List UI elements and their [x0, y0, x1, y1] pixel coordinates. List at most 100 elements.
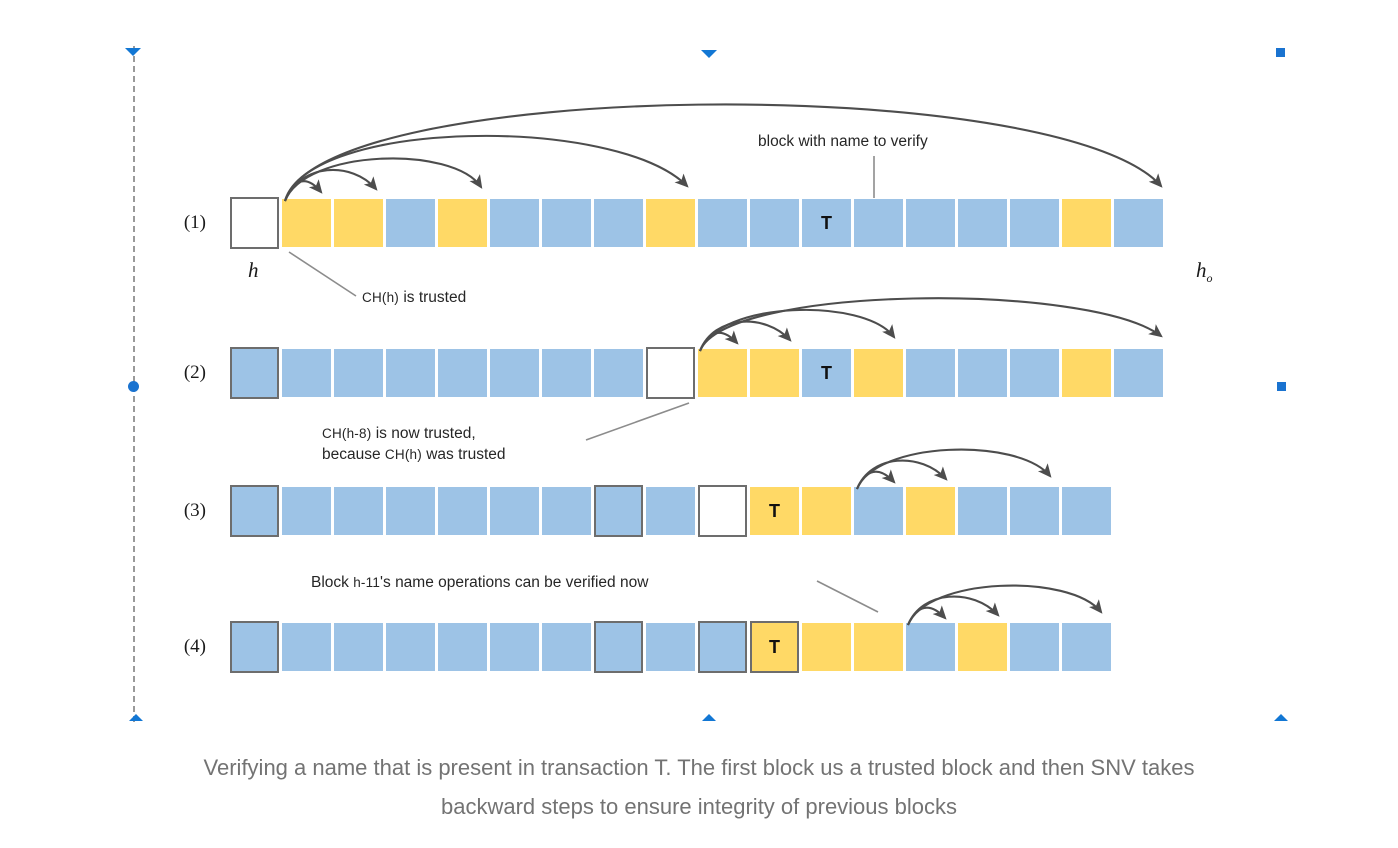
- annotation-ch-h8-mono2: CH(h): [384, 447, 422, 462]
- annotation-ch-h-rest: is trusted: [403, 289, 467, 306]
- annotation-ch-h8-mono: CH(h-8): [322, 426, 372, 441]
- chain-block: [646, 623, 695, 671]
- annotation-block-h11: Block h-11's name operations can be veri…: [311, 572, 648, 593]
- chain-block: [646, 199, 695, 247]
- chain-block: [282, 623, 331, 671]
- block-transaction-t: T: [750, 487, 799, 535]
- chain-block: [386, 349, 435, 397]
- row4-arrow-3: [907, 584, 1103, 626]
- row1-arrow-5: [283, 103, 1163, 202]
- annotation-block-h11-post: 's name operations can be verified now: [380, 574, 649, 591]
- row-label-3: (3): [183, 500, 206, 521]
- chain-block: [1062, 349, 1111, 397]
- leader-line-anno1: [288, 251, 357, 297]
- chain-block: [854, 623, 903, 671]
- chain-block: [490, 487, 539, 535]
- row3-arrows: [856, 448, 1052, 490]
- chain-block: [594, 621, 643, 673]
- chain-block: [490, 349, 539, 397]
- chain-block: [282, 199, 331, 247]
- chain-block: [542, 199, 591, 247]
- chain-block: [750, 199, 799, 247]
- hash-label-end-text: h: [1196, 258, 1207, 282]
- chain-block: [386, 199, 435, 247]
- block-strip-1: T: [230, 197, 1163, 249]
- chain-block: [230, 485, 279, 537]
- chain-block: [334, 487, 383, 535]
- annotation-block-h11-mono: h-11: [353, 575, 381, 590]
- chain-block: [1010, 487, 1059, 535]
- caption-line-2: backward steps to ensure integrity of pr…: [440, 794, 958, 819]
- selection-handle-top-left[interactable]: [125, 48, 141, 56]
- row1-arrow-3: [284, 157, 483, 202]
- block-transaction-label: T: [821, 213, 832, 233]
- row4-arrows: [907, 584, 1103, 626]
- chain-block: [906, 349, 955, 397]
- chain-block: [230, 621, 279, 673]
- chain-block: [334, 199, 383, 247]
- chain-block: [542, 487, 591, 535]
- chain-block: [1062, 623, 1111, 671]
- chain-block: [802, 623, 851, 671]
- row3-arrow-2: [856, 459, 948, 490]
- chain-block: [958, 623, 1007, 671]
- block-strip-4: T: [230, 621, 1111, 673]
- row1-arrow-2: [284, 169, 378, 202]
- selection-handle-middle-right[interactable]: [1277, 382, 1286, 391]
- selection-handle-bottom-center[interactable]: [702, 714, 716, 721]
- annotation-ch-h8-pre: because: [322, 446, 381, 463]
- block-strip-3: T: [230, 485, 1111, 537]
- row1-arrows: [283, 103, 1163, 202]
- chain-block: [438, 623, 487, 671]
- annotation-ch-h8-rest: is now trusted,: [375, 425, 476, 442]
- chain-block: [1010, 623, 1059, 671]
- chain-block: [1062, 199, 1111, 247]
- block-transaction-label: T: [769, 637, 780, 657]
- chain-block: [542, 623, 591, 671]
- row4-arrow-2: [907, 595, 1000, 626]
- chain-block: [594, 199, 643, 247]
- chain-block: [1114, 349, 1163, 397]
- chain-block: [906, 487, 955, 535]
- chain-block: [594, 485, 643, 537]
- hash-label-start-text: h: [248, 258, 259, 282]
- annotation-ch-h-mono: CH(h): [362, 290, 399, 305]
- chain-block: [854, 199, 903, 247]
- chain-block: [698, 621, 747, 673]
- chain-block: [802, 487, 851, 535]
- chain-block: [386, 487, 435, 535]
- annotation-ch-h8-post: was trusted: [426, 446, 506, 463]
- chain-block: [1010, 199, 1059, 247]
- chain-block: [958, 487, 1007, 535]
- chain-block: [230, 197, 279, 249]
- selection-handle-top-center[interactable]: [701, 50, 717, 58]
- chain-block: [958, 199, 1007, 247]
- row2-arrow-3: [699, 308, 896, 352]
- chain-block: [282, 487, 331, 535]
- selection-handle-bottom-left[interactable]: [129, 714, 143, 721]
- chain-block: [698, 199, 747, 247]
- chain-block: [906, 199, 955, 247]
- selection-handle-top-right[interactable]: [1276, 48, 1285, 57]
- selection-handle-middle-left[interactable]: [128, 381, 139, 392]
- chain-block: [282, 349, 331, 397]
- annotation-ch-h-trusted: CH(h) is trusted: [362, 287, 466, 308]
- row3-arrow-3: [856, 448, 1052, 490]
- annotation-block-with-name: block with name to verify: [758, 133, 928, 150]
- block-transaction-label: T: [821, 363, 832, 383]
- row-label-4: (4): [183, 636, 206, 657]
- chain-block: [334, 623, 383, 671]
- chain-block: [854, 349, 903, 397]
- block-strip-2: T: [230, 347, 1163, 399]
- chain-block: [1062, 487, 1111, 535]
- chain-block: [542, 349, 591, 397]
- row2-arrow-4: [699, 297, 1163, 352]
- chain-block: [438, 349, 487, 397]
- hash-label-end-sub: o: [1206, 271, 1213, 286]
- chain-block: [334, 349, 383, 397]
- chain-block: [490, 199, 539, 247]
- block-transaction-t: T: [802, 199, 851, 247]
- selection-handle-bottom-right[interactable]: [1274, 714, 1288, 721]
